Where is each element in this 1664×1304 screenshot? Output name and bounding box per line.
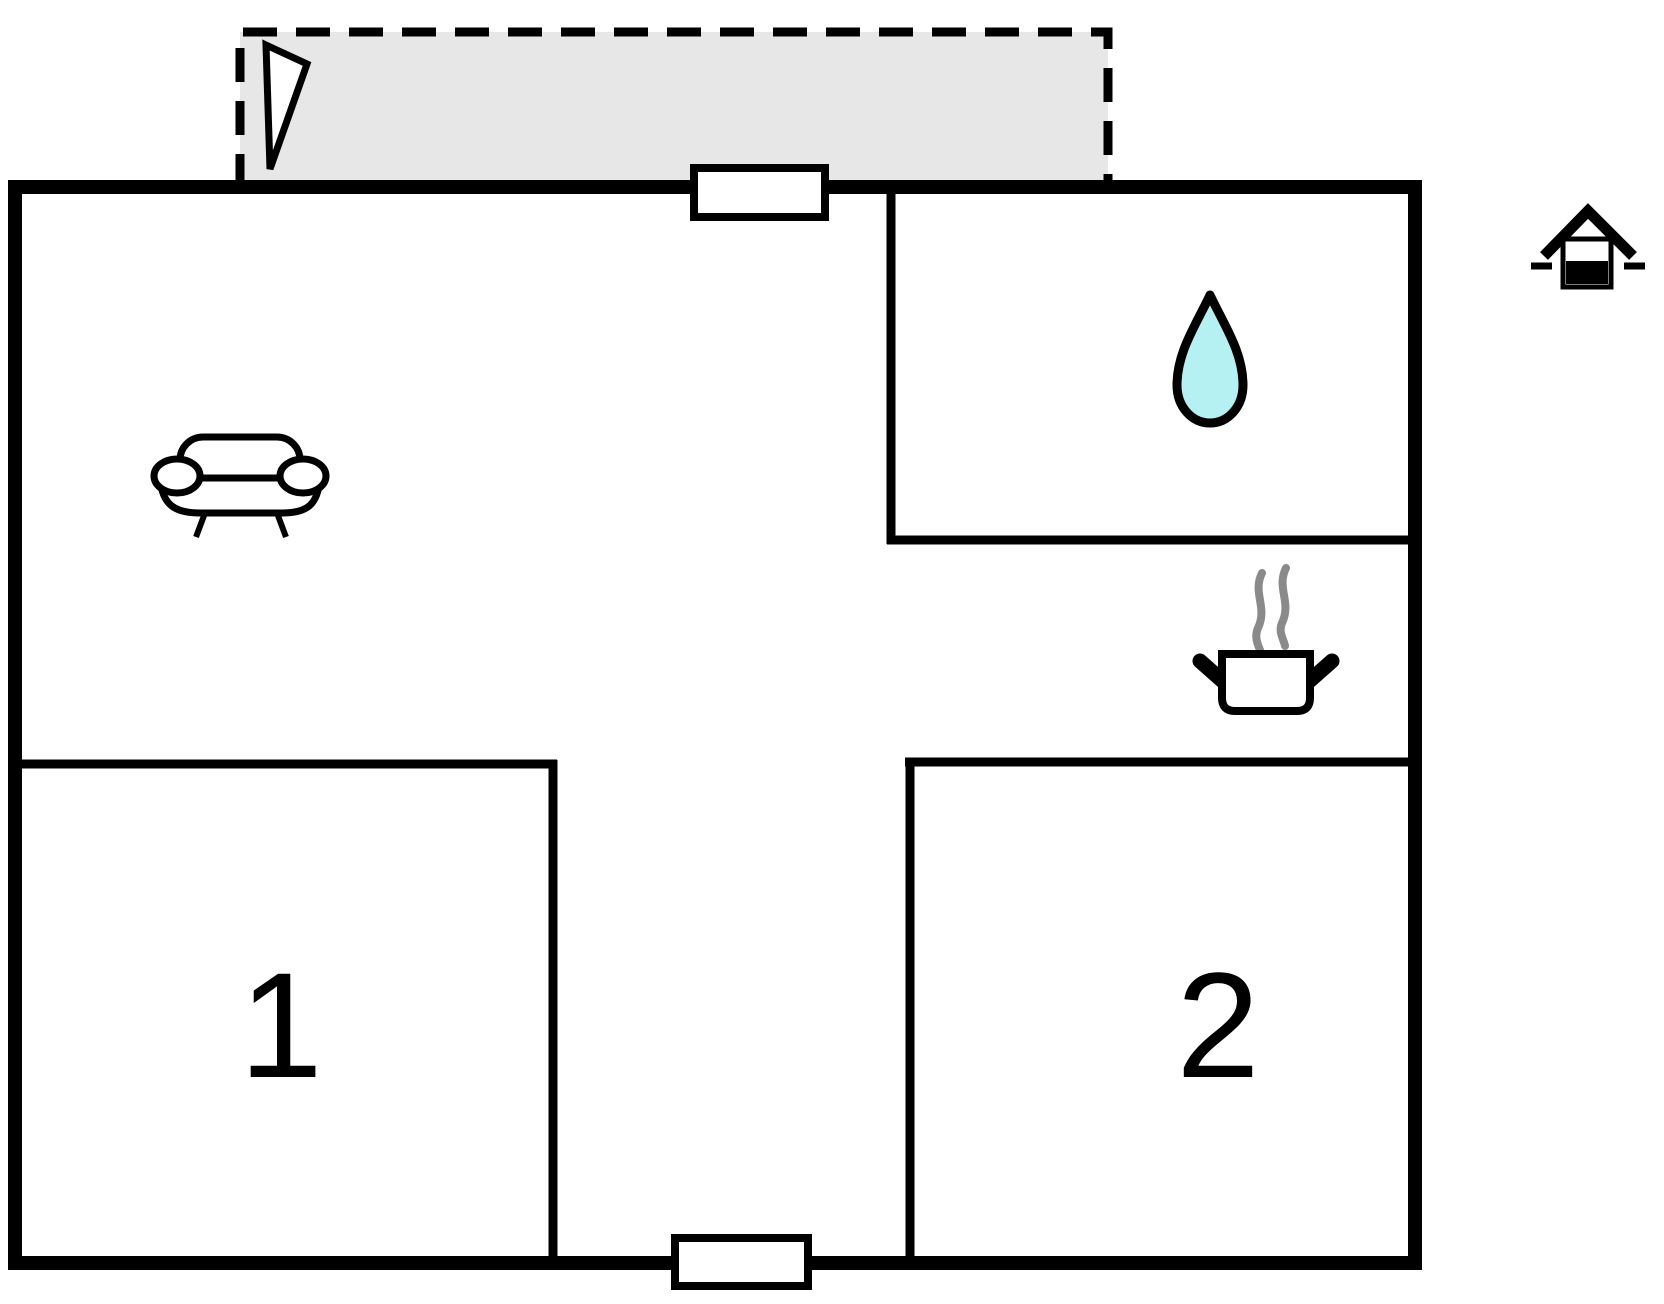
house-roof [1540, 203, 1637, 260]
steam-icon [1276, 564, 1290, 650]
terrace-fill [240, 32, 1108, 188]
floor-level-house-icon [1531, 203, 1645, 290]
door-top [690, 164, 829, 221]
sofa-leg-right [274, 511, 289, 539]
water-drop-icon [1172, 290, 1248, 428]
sofa-armrest-right [276, 455, 330, 497]
sofa-icon [150, 433, 330, 539]
terrace-area [235, 27, 1113, 188]
interior-walls [16, 194, 1414, 1262]
cooking-pot-icon [1192, 564, 1340, 715]
door-bottom [671, 1234, 812, 1290]
sofa-armrest-left [150, 455, 204, 497]
terrace-dashed-border [235, 27, 1113, 188]
pot-body [1218, 650, 1314, 715]
sofa-leg-left [193, 511, 208, 539]
house-level-fill [1566, 261, 1608, 284]
room-2-label: 2 [1176, 941, 1259, 1109]
flag-icon [262, 39, 312, 171]
steam-icon [1252, 569, 1266, 654]
room-1-label: 1 [239, 941, 322, 1109]
